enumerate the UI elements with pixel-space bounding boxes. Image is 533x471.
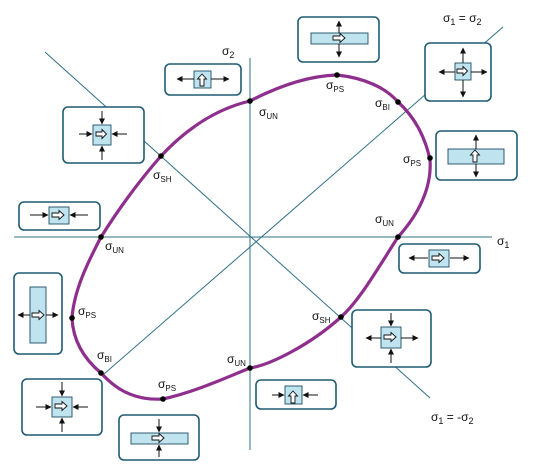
point-ps-top <box>334 72 340 78</box>
svg-text:σBI: σBI <box>375 96 390 112</box>
svg-text:σUN: σUN <box>227 352 246 368</box>
point-sh-left <box>158 153 164 159</box>
inset-plane-strain-left <box>13 272 63 355</box>
label-sh-left: σSH <box>153 168 172 184</box>
point-un-top <box>247 98 253 104</box>
svg-text:σBI: σBI <box>97 348 112 364</box>
inset-uniaxial-sigma1 <box>398 243 481 274</box>
point-un-right <box>395 234 401 240</box>
diagonal-opposite-label: σ1 = -σ2 <box>431 410 474 426</box>
label-sh-right: σSH <box>312 309 331 325</box>
svg-text:σSH: σSH <box>153 168 172 184</box>
point-ps-left <box>69 315 75 321</box>
svg-text:σPS: σPS <box>403 152 421 168</box>
svg-text:σPS: σPS <box>326 78 344 94</box>
point-bi-top <box>395 99 401 105</box>
svg-text:σUN: σUN <box>105 239 124 255</box>
point-sh-right <box>338 314 344 320</box>
label-ps-right: σPS <box>403 152 421 168</box>
label-un-right: σUN <box>375 212 394 228</box>
inset-plane-strain-right <box>435 130 518 181</box>
label-un-bottom: σUN <box>227 352 246 368</box>
label-un-left: σUN <box>105 239 124 255</box>
inset-plane-strain-bottom <box>118 414 200 461</box>
svg-text:σPS: σPS <box>158 377 176 393</box>
inset-biaxial-bottom <box>21 378 103 436</box>
inset-uniaxial-sigma2 <box>164 63 242 96</box>
svg-text:σUN: σUN <box>375 212 394 228</box>
inset-shear-lower-right <box>351 309 432 368</box>
sigma1-axis-label: σ1 <box>497 234 509 250</box>
point-ps-right <box>427 155 433 161</box>
label-bi-top: σBI <box>375 96 390 112</box>
label-ps-bottom: σPS <box>158 377 176 393</box>
label-ps-left: σPS <box>78 304 96 320</box>
diagonal-equal-label: σ1 = σ2 <box>443 11 482 27</box>
sigma2-axis-label: σ2 <box>222 44 234 60</box>
svg-text:σSH: σSH <box>312 309 331 325</box>
label-un-top: σUN <box>259 105 278 121</box>
label-bi-bottom: σBI <box>97 348 112 364</box>
inset-shear-upper-left <box>62 106 145 164</box>
inset-plane-strain-top <box>297 16 380 63</box>
point-bi-bottom <box>98 370 104 376</box>
svg-text:σPS: σPS <box>78 304 96 320</box>
inset-uniaxial-compression-left <box>18 201 101 231</box>
point-un-left <box>98 234 104 240</box>
inset-biaxial-top <box>424 42 492 102</box>
label-ps-top: σPS <box>326 78 344 94</box>
point-un-bottom <box>247 365 253 371</box>
svg-text:σUN: σUN <box>259 105 278 121</box>
point-ps-bottom <box>160 396 166 402</box>
inset-uniaxial-compression-bottom <box>255 379 337 410</box>
